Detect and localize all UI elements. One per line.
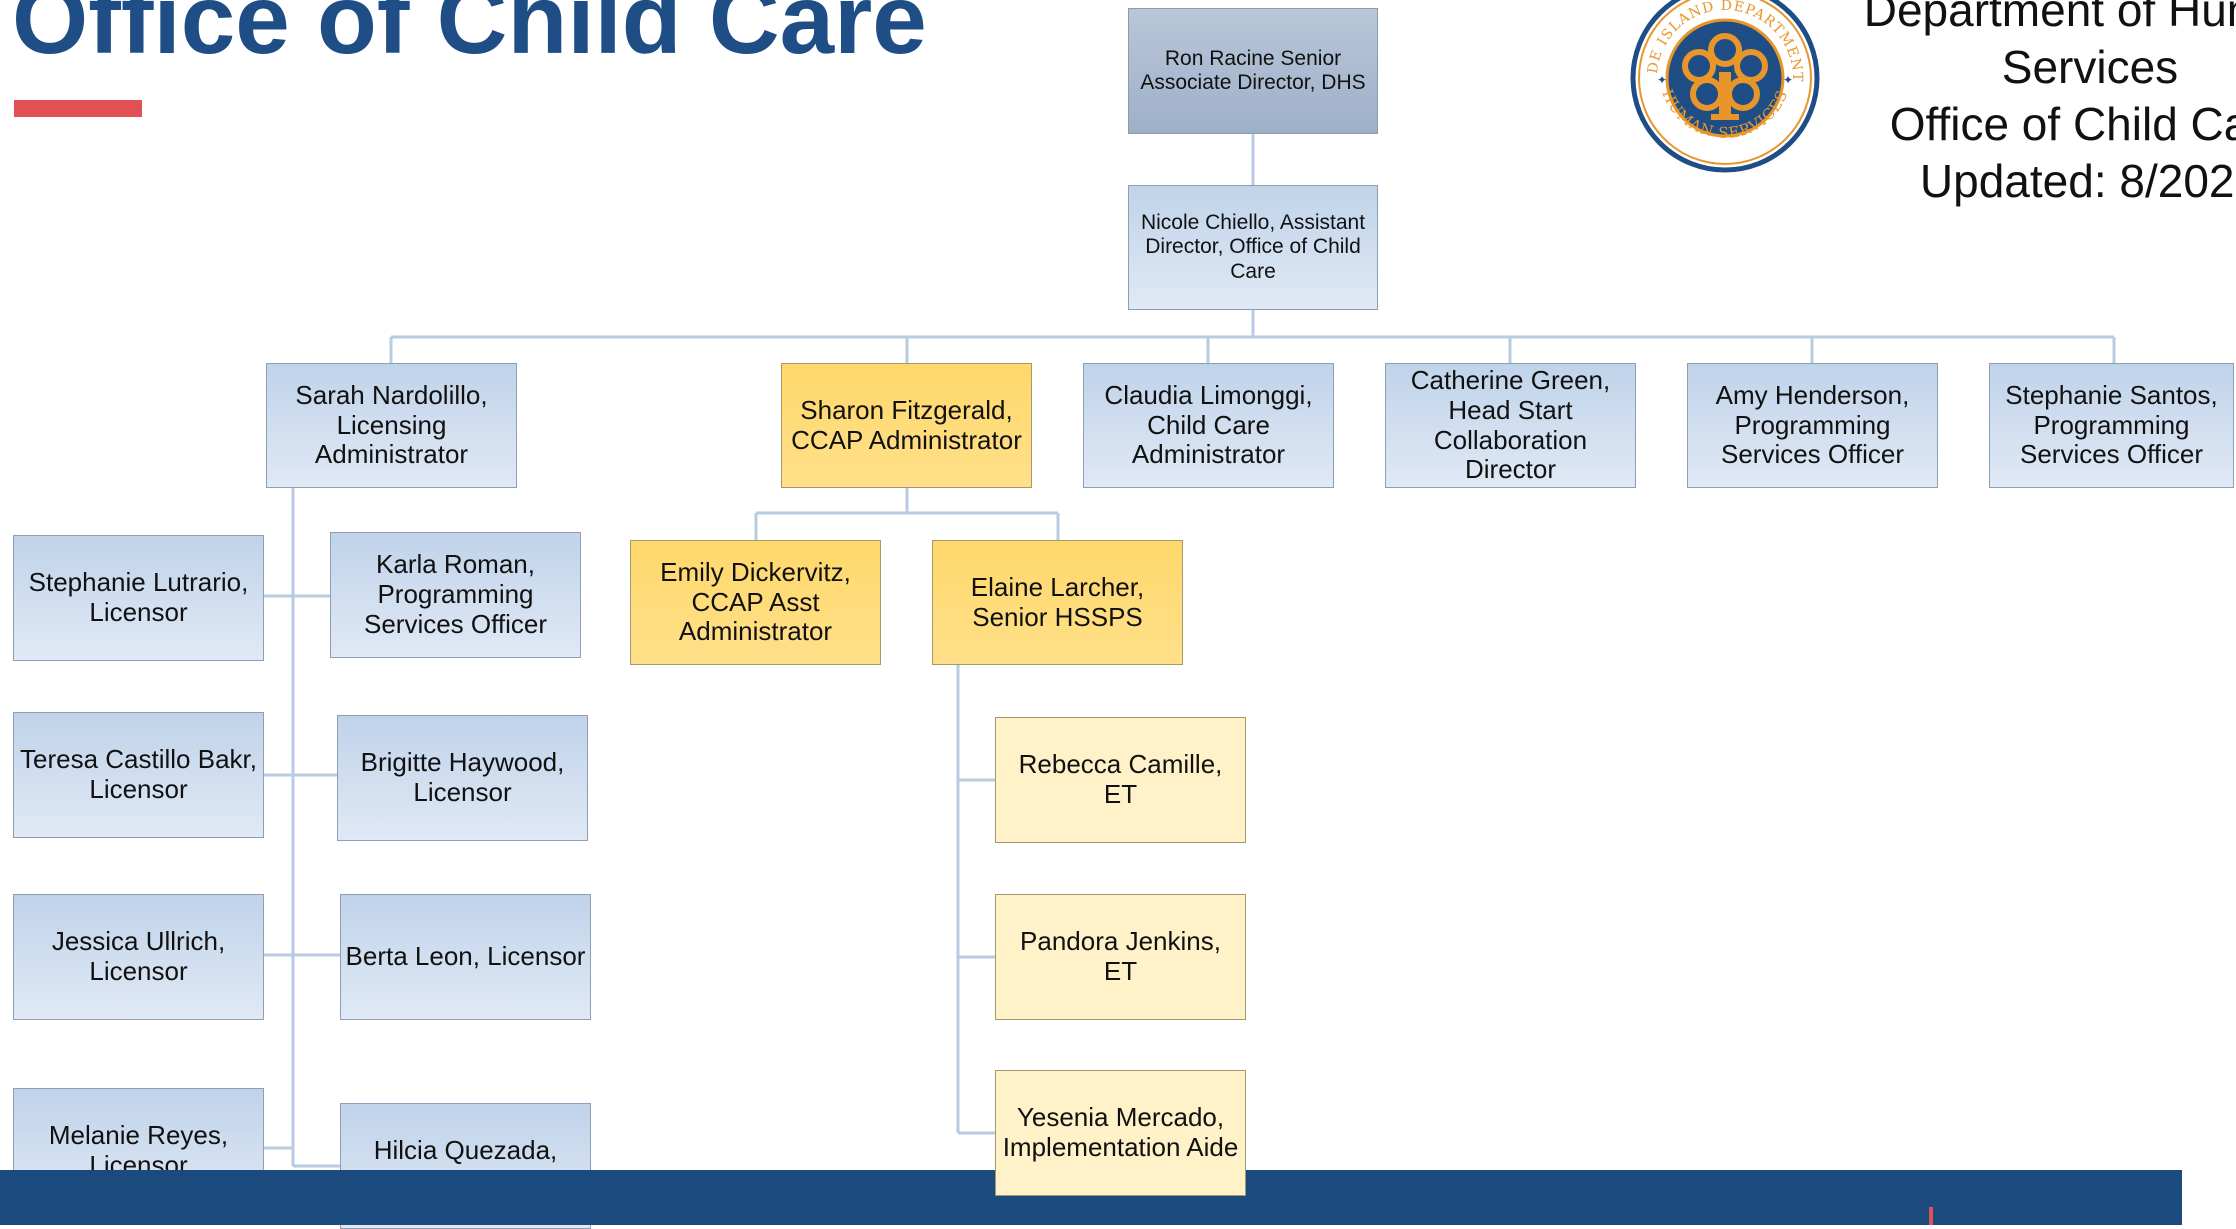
node-claudia-limonggi: Claudia Limonggi, Child Care Administrat… xyxy=(1083,363,1334,488)
node-nicole-chiello: Nicole Chiello, Assistant Director, Offi… xyxy=(1128,185,1378,310)
node-pandora-jenkins: Pandora Jenkins, ET xyxy=(995,894,1246,1020)
svg-text:✦: ✦ xyxy=(1657,73,1667,87)
node-karla-roman: Karla Roman, Programming Services Office… xyxy=(330,532,581,658)
node-elaine-larcher: Elaine Larcher, Senior HSSPS xyxy=(932,540,1183,665)
header-line-2: Services xyxy=(2001,41,2179,93)
node-emily-dickervitz: Emily Dickervitz, CCAP Asst Administrato… xyxy=(630,540,881,665)
header-info: Department of Human Services Office of C… xyxy=(1840,0,2236,210)
page-title: Office of Child Care xyxy=(12,0,927,74)
title-accent-rule xyxy=(14,100,142,117)
svg-text:✦: ✦ xyxy=(1783,73,1793,87)
node-stephanie-lutrario: Stephanie Lutrario, Licensor xyxy=(13,535,264,661)
header-line-1: Department of Human xyxy=(1863,0,2236,36)
footer-accent-mark xyxy=(1929,1207,1933,1225)
node-jessica-ullrich: Jessica Ullrich, Licensor xyxy=(13,894,264,1020)
node-rebecca-camille: Rebecca Camille, ET xyxy=(995,717,1246,843)
node-ron-racine: Ron Racine Senior Associate Director, DH… xyxy=(1128,8,1378,134)
node-teresa-castillo-bakr: Teresa Castillo Bakr, Licensor xyxy=(13,712,264,838)
node-yesenia-mercado: Yesenia Mercado, Implementation Aide xyxy=(995,1070,1246,1196)
node-brigitte-haywood: Brigitte Haywood, Licensor xyxy=(337,715,588,841)
header-line-3: Office of Child Care xyxy=(1889,98,2236,150)
node-sarah-nardolillo: Sarah Nardolillo, Licensing Administrato… xyxy=(266,363,517,488)
node-sharon-fitzgerald: Sharon Fitzgerald, CCAP Administrator xyxy=(781,363,1032,488)
node-berta-leon: Berta Leon, Licensor xyxy=(340,894,591,1020)
node-amy-henderson: Amy Henderson, Programming Services Offi… xyxy=(1687,363,1938,488)
node-stephanie-santos: Stephanie Santos, Programming Services O… xyxy=(1989,363,2234,488)
header-line-4: Updated: 8/2023 xyxy=(1919,155,2236,207)
ri-dhs-seal-icon: RHODE ISLAND DEPARTMENT OF HUMAN SERVICE… xyxy=(1627,0,1820,173)
node-catherine-green: Catherine Green, Head Start Collaboratio… xyxy=(1385,363,1636,488)
